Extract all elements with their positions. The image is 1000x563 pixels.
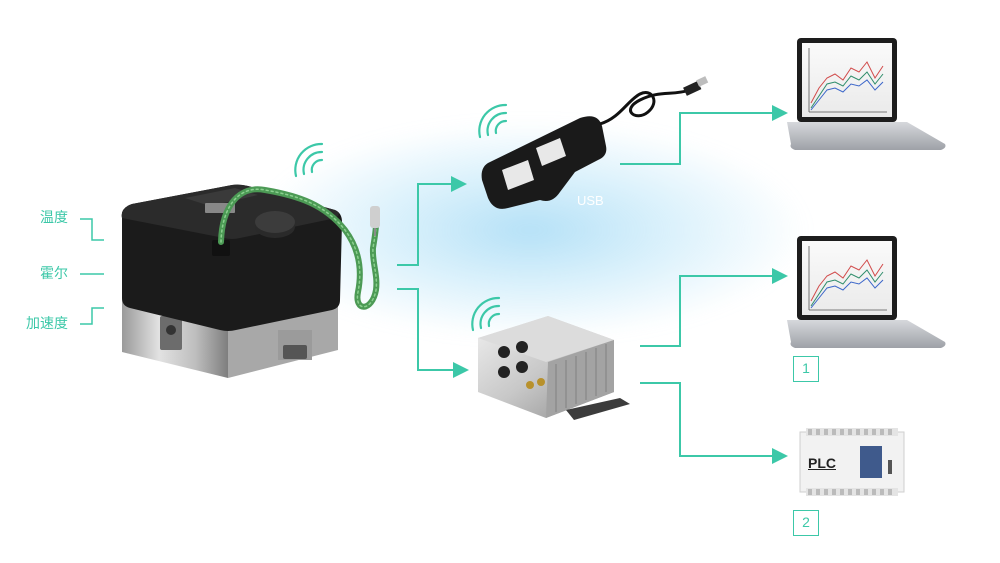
usb-label: USB xyxy=(577,193,604,208)
gateway-icon xyxy=(478,316,630,420)
signal-connectors xyxy=(397,176,469,378)
gateway-wifi-icon xyxy=(471,296,501,332)
sensor-label-temperature: 温度 xyxy=(40,210,68,226)
wifi-icon xyxy=(294,142,324,178)
usb-receiver-icon xyxy=(481,76,709,209)
usb-wifi-icon xyxy=(478,103,508,139)
laptop-icon xyxy=(787,38,946,150)
output-number-2: 2 xyxy=(793,510,819,536)
output-number-1: 1 xyxy=(793,356,819,382)
laptop-icon xyxy=(787,236,946,348)
output-connectors xyxy=(620,105,788,464)
sensor-device-icon xyxy=(121,184,380,378)
sensor-label-hall: 霍尔 xyxy=(40,266,68,282)
sensor-label-connectors xyxy=(80,218,104,325)
sensor-label-acceleration: 加速度 xyxy=(26,316,68,332)
plc-label: PLC xyxy=(808,455,836,471)
plc-icon xyxy=(799,428,905,496)
